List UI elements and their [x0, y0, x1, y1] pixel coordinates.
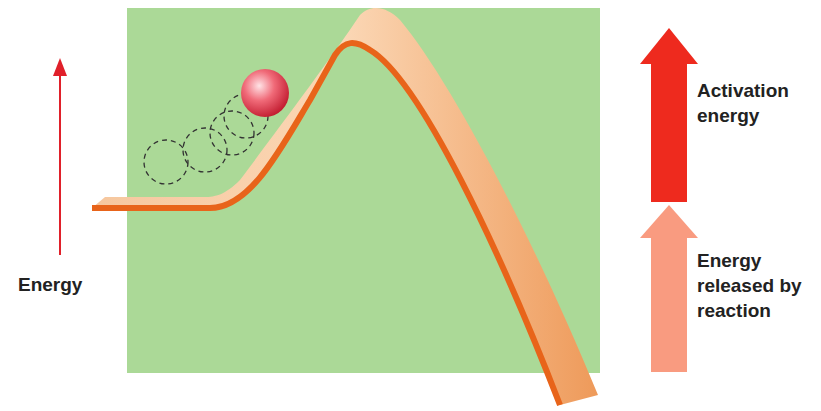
energy-ramp [92, 8, 598, 405]
ramp-edge [92, 43, 560, 405]
activation-energy-arrow [640, 28, 698, 202]
ball [241, 69, 289, 117]
arrow-label: Activation energy [697, 78, 813, 128]
arrow-label: Energy released by reaction [697, 248, 813, 323]
energy-axis-arrow [53, 58, 67, 255]
axis-label: Energy [18, 272, 118, 297]
energy-released-arrow [640, 205, 698, 372]
